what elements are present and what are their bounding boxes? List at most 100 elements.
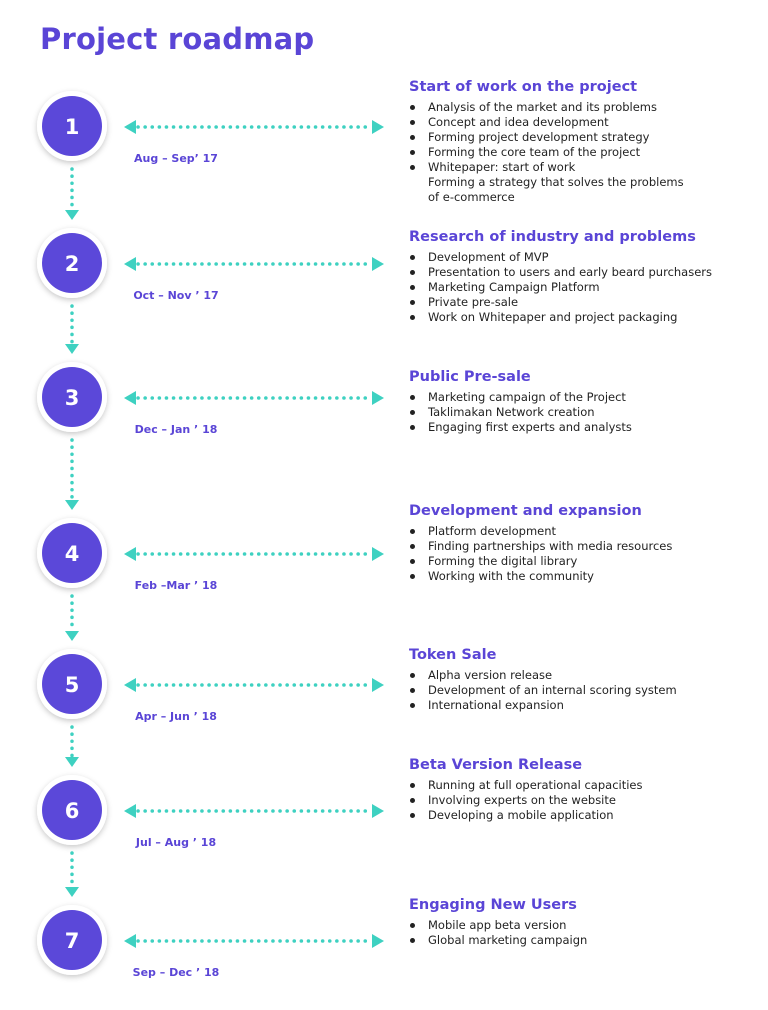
page-title: Project roadmap xyxy=(40,22,315,56)
vertical-connector-1 xyxy=(65,167,79,220)
horizontal-arrow-2 xyxy=(124,257,384,271)
arrow-left-icon xyxy=(124,678,136,692)
milestone-number: 7 xyxy=(65,929,80,953)
milestone-circle xyxy=(42,910,102,970)
list-item: Platform development xyxy=(409,524,759,539)
horizontal-arrow-4 xyxy=(124,547,384,561)
step-title: Engaging New Users xyxy=(409,897,577,913)
list-item: Mobile app beta version xyxy=(409,918,759,933)
horizontal-arrow-1 xyxy=(124,120,384,134)
vertical-connector-4 xyxy=(65,594,79,641)
list-item: Presentation to users and early beard pu… xyxy=(409,265,759,280)
list-item: Finding partnerships with media resource… xyxy=(409,539,759,554)
list-item: Forming the core team of the project xyxy=(409,145,759,160)
list-item: Analysis of the market and its problems xyxy=(409,100,759,115)
milestone-number: 1 xyxy=(65,115,80,139)
vertical-connector-2 xyxy=(65,304,79,354)
milestone-date: Aug – Sep’ 17 xyxy=(134,152,218,165)
milestone-circle xyxy=(42,367,102,427)
list-item: Global marketing campaign xyxy=(409,933,759,948)
milestone-number: 4 xyxy=(65,542,80,566)
list-item: Development of an internal scoring syste… xyxy=(409,683,759,698)
arrow-down-icon xyxy=(65,344,79,354)
arrow-left-icon xyxy=(124,547,136,561)
horizontal-arrow-6 xyxy=(124,804,384,818)
step-title: Research of industry and problems xyxy=(409,229,696,245)
milestone-date: Oct – Nov ’ 17 xyxy=(133,289,218,302)
list-item: Concept and idea development xyxy=(409,115,759,130)
arrow-left-icon xyxy=(124,257,136,271)
milestone-2: 2 xyxy=(37,228,107,298)
milestone-circle xyxy=(42,233,102,293)
milestone-circle xyxy=(42,780,102,840)
list-item: Taklimakan Network creation xyxy=(409,405,759,420)
vertical-connector-3 xyxy=(65,438,79,510)
arrow-down-icon xyxy=(65,500,79,510)
arrow-right-icon xyxy=(372,257,384,271)
step-title: Token Sale xyxy=(409,647,497,663)
list-item: Forming project development strategy xyxy=(409,130,759,145)
milestone-circle xyxy=(42,654,102,714)
list-item: Developing a mobile application xyxy=(409,808,759,823)
list-item: Alpha version release xyxy=(409,668,759,683)
milestone-date: Jul – Aug ’ 18 xyxy=(135,836,216,849)
list-item: Running at full operational capacities xyxy=(409,778,759,793)
step-title: Public Pre-sale xyxy=(409,369,531,385)
milestone-4: 4 xyxy=(37,518,107,588)
milestone-number: 3 xyxy=(65,386,80,410)
list-item: Marketing campaign of the Project xyxy=(409,390,759,405)
milestone-6: 6 xyxy=(37,775,107,845)
horizontal-arrow-3 xyxy=(124,391,384,405)
milestone-1: 1 xyxy=(37,91,107,161)
arrow-right-icon xyxy=(372,120,384,134)
milestone-5: 5 xyxy=(37,649,107,719)
list-item: International expansion xyxy=(409,698,759,713)
list-item: Work on Whitepaper and project packaging xyxy=(409,310,759,325)
milestone-date: Dec – Jan ’ 18 xyxy=(135,423,218,436)
vertical-connector-5 xyxy=(65,725,79,767)
milestone-3: 3 xyxy=(37,362,107,432)
step-title: Development and expansion xyxy=(409,503,642,519)
milestone-circle xyxy=(42,523,102,583)
arrow-right-icon xyxy=(372,804,384,818)
milestone-number: 5 xyxy=(65,673,80,697)
milestone-date: Sep – Dec ’ 18 xyxy=(133,966,220,979)
arrow-left-icon xyxy=(124,120,136,134)
milestone-number: 2 xyxy=(65,252,80,276)
milestone-circle xyxy=(42,96,102,156)
arrow-right-icon xyxy=(372,547,384,561)
list-item: Whitepaper: start of work Forming a stra… xyxy=(409,160,759,205)
arrow-right-icon xyxy=(372,678,384,692)
arrow-right-icon xyxy=(372,934,384,948)
milestone-number: 6 xyxy=(65,799,80,823)
arrow-left-icon xyxy=(124,934,136,948)
list-item: Forming the digital library xyxy=(409,554,759,569)
milestone-date: Feb –Mar ’ 18 xyxy=(135,579,218,592)
horizontal-arrow-5 xyxy=(124,678,384,692)
arrow-down-icon xyxy=(65,887,79,897)
arrow-left-icon xyxy=(124,804,136,818)
list-item: Engaging first experts and analysts xyxy=(409,420,759,435)
arrow-down-icon xyxy=(65,210,79,220)
milestone-7: 7 xyxy=(37,905,107,975)
vertical-connector-6 xyxy=(65,851,79,897)
list-item: Private pre-sale xyxy=(409,295,759,310)
list-item: Involving experts on the website xyxy=(409,793,759,808)
list-item: Development of MVP xyxy=(409,250,759,265)
step-title: Start of work on the project xyxy=(409,79,638,95)
arrow-left-icon xyxy=(124,391,136,405)
step-title: Beta Version Release xyxy=(409,757,583,773)
list-item: Marketing Campaign Platform xyxy=(409,280,759,295)
